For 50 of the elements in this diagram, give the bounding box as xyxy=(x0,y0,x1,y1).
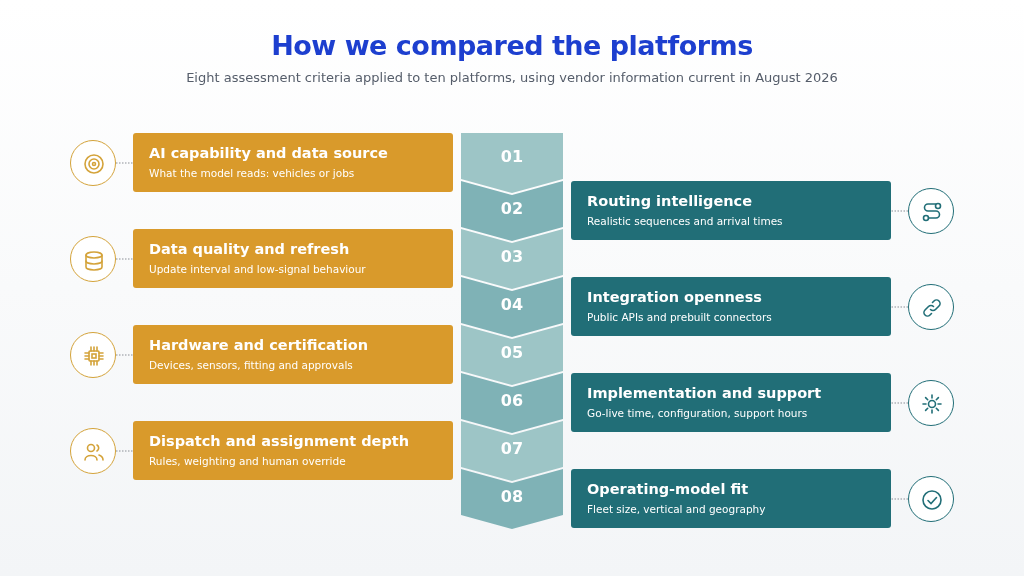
step-number: 02 xyxy=(499,199,525,218)
leader-line xyxy=(890,210,909,212)
icon-circle xyxy=(908,380,954,426)
criterion-card xyxy=(133,325,453,384)
step-number: 07 xyxy=(499,439,525,458)
card-heading: Operating-model fit xyxy=(587,481,749,497)
icon-circle xyxy=(70,428,116,474)
card-description: Realistic sequences and arrival times xyxy=(587,215,783,227)
card-heading: Data quality and refresh xyxy=(149,241,350,257)
card-heading: Routing intelligence xyxy=(587,193,753,209)
card-description: Devices, sensors, fitting and approvals xyxy=(149,359,353,371)
card-heading: AI capability and data source xyxy=(149,145,388,161)
leader-line xyxy=(115,162,134,164)
step-number: 05 xyxy=(499,343,525,362)
step-number: 01 xyxy=(499,147,525,166)
leader-line xyxy=(115,258,134,260)
card-heading: Implementation and support xyxy=(587,385,822,401)
icon-circle xyxy=(908,476,954,522)
step-number: 03 xyxy=(499,247,525,266)
card-description: What the model reads: vehicles or jobs xyxy=(149,167,355,179)
card-heading: Hardware and certification xyxy=(149,337,368,353)
step-number: 06 xyxy=(499,391,525,410)
criterion-card xyxy=(133,421,453,480)
leader-line xyxy=(890,498,909,500)
icon-circle xyxy=(70,332,116,378)
icon-circle xyxy=(70,140,116,186)
criterion-card xyxy=(133,229,453,288)
icon-circle xyxy=(908,284,954,330)
leader-line xyxy=(890,306,909,308)
leader-line xyxy=(890,402,909,404)
card-description: Rules, weighting and human override xyxy=(149,455,346,467)
criterion-card xyxy=(571,373,891,432)
step-number: 04 xyxy=(499,295,525,314)
leader-line xyxy=(115,354,134,356)
criterion-card xyxy=(571,181,891,240)
card-heading: Integration openness xyxy=(587,289,762,305)
card-heading: Dispatch and assignment depth xyxy=(149,433,410,449)
icon-circle xyxy=(70,236,116,282)
step-number: 08 xyxy=(499,487,525,506)
card-description: Fleet size, vertical and geography xyxy=(587,503,766,515)
card-description: Go-live time, configuration, support hours xyxy=(587,407,808,419)
icon-circle xyxy=(908,188,954,234)
card-description: Update interval and low-signal behaviour xyxy=(149,263,366,275)
subtitle: Eight assessment criteria applied to ten platforms, using vendor information current in August 2026 xyxy=(185,70,839,85)
leader-line xyxy=(115,450,134,452)
title: How we compared the platforms xyxy=(270,30,754,61)
criterion-card xyxy=(133,133,453,192)
card-description: Public APIs and prebuilt connectors xyxy=(587,311,772,323)
criterion-card xyxy=(571,469,891,528)
criterion-card xyxy=(571,277,891,336)
